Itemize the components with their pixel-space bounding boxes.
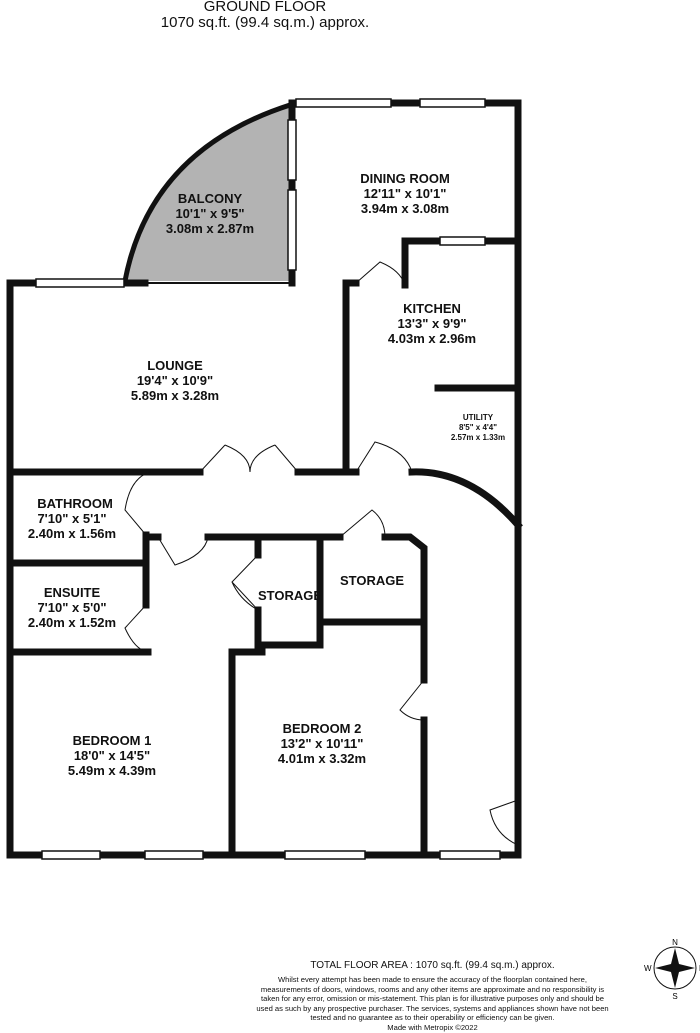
room-label-utility: UTILITY 8'5" x 4'4" 2.57m x 1.33m [451,413,505,442]
room-label-storage-2: STORAGE [340,573,404,588]
svg-text:19'4" x 10'9": 19'4" x 10'9" [137,373,213,388]
compass-icon: N S E W [644,938,700,1001]
svg-text:18'0" x 14'5": 18'0" x 14'5" [74,748,150,763]
svg-text:BEDROOM 2: BEDROOM 2 [283,721,362,736]
room-label-lounge: LOUNGE 19'4" x 10'9" 5.89m x 3.28m [131,358,219,403]
svg-text:13'3" x 9'9": 13'3" x 9'9" [397,316,466,331]
credit: Made with Metropix ©2022 [387,1022,478,1032]
room-label-bathroom: BATHROOM 7'10" x 5'1" 2.40m x 1.56m [28,496,116,541]
svg-text:BATHROOM: BATHROOM [37,496,113,511]
svg-text:DINING ROOM: DINING ROOM [360,171,450,186]
svg-text:13'2" x 10'11": 13'2" x 10'11" [281,736,364,751]
svg-text:4.01m x 3.32m: 4.01m x 3.32m [278,751,366,766]
windows [35,98,501,860]
room-label-storage-1: STORAGE [258,588,322,603]
room-label-kitchen: KITCHEN 13'3" x 9'9" 4.03m x 2.96m [388,301,476,346]
svg-text:LOUNGE: LOUNGE [147,358,203,373]
room-label-ensuite: ENSUITE 7'10" x 5'0" 2.40m x 1.52m [28,585,116,630]
room-label-bedroom1: BEDROOM 1 18'0" x 14'5" 5.49m x 4.39m [68,733,156,778]
svg-text:8'5" x 4'4": 8'5" x 4'4" [459,423,497,432]
svg-text:7'10" x 5'1": 7'10" x 5'1" [37,511,106,526]
svg-text:12'11" x 10'1": 12'11" x 10'1" [364,186,447,201]
svg-text:4.03m x 2.96m: 4.03m x 2.96m [388,331,476,346]
svg-text:2.57m x 1.33m: 2.57m x 1.33m [451,433,505,442]
svg-text:5.49m x 4.39m: 5.49m x 4.39m [68,763,156,778]
svg-text:2.40m x 1.52m: 2.40m x 1.52m [28,615,116,630]
svg-text:3.94m x 3.08m: 3.94m x 3.08m [361,201,449,216]
balcony-area [125,105,290,281]
svg-text:ENSUITE: ENSUITE [44,585,101,600]
doors [124,261,519,846]
svg-text:KITCHEN: KITCHEN [403,301,461,316]
svg-text:5.89m x 3.28m: 5.89m x 3.28m [131,388,219,403]
svg-text:BEDROOM 1: BEDROOM 1 [73,733,152,748]
room-label-dining: DINING ROOM 12'11" x 10'1" 3.94m x 3.08m [360,171,450,216]
svg-text:W: W [644,964,652,973]
svg-text:BALCONY: BALCONY [178,191,243,206]
total-floor-area: TOTAL FLOOR AREA : 1070 sq.ft. (99.4 sq.… [310,960,555,971]
room-label-balcony: BALCONY 10'1" x 9'5" 3.08m x 2.87m [166,191,254,236]
svg-text:N: N [672,938,678,947]
room-label-bedroom2: BEDROOM 2 13'2" x 10'11" 4.01m x 3.32m [278,721,366,766]
floor-title: GROUND FLOOR [203,0,327,15]
floor-area: 1070 sq.ft. (99.4 sq.m.) approx. [160,14,370,31]
svg-text:UTILITY: UTILITY [463,413,494,422]
disclaimer-text: Whilst every attempt has been made to en… [256,975,609,1023]
svg-text:2.40m x 1.56m: 2.40m x 1.56m [28,526,116,541]
svg-text:3.08m x 2.87m: 3.08m x 2.87m [166,221,254,236]
svg-text:7'10" x 5'0": 7'10" x 5'0" [37,600,106,615]
svg-text:S: S [672,992,677,1001]
svg-text:10'1" x 9'5": 10'1" x 9'5" [175,206,244,221]
